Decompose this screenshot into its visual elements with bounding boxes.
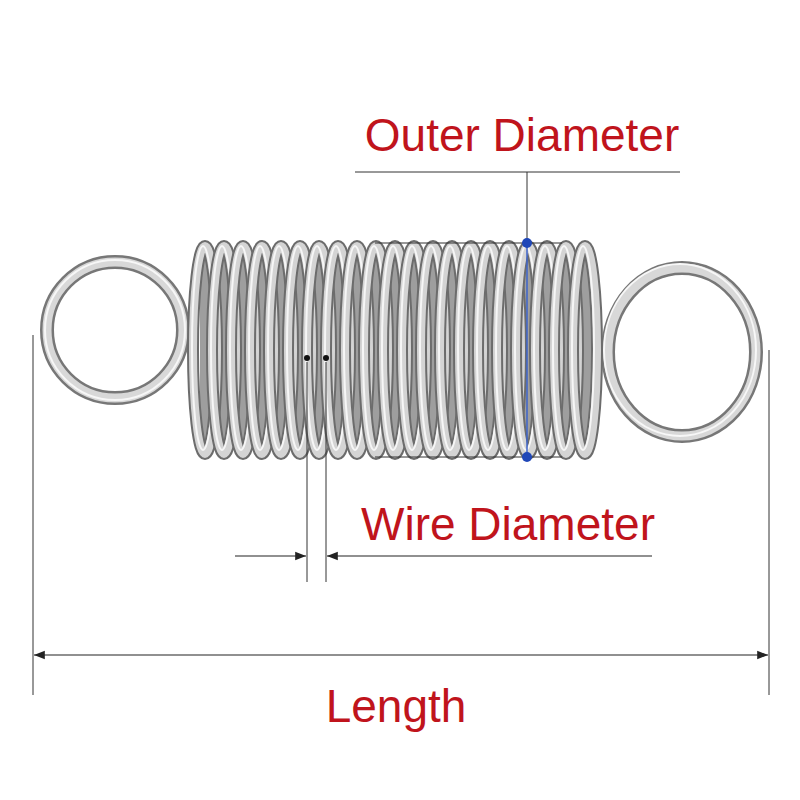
dimension-dot	[522, 452, 532, 462]
leader-line	[527, 172, 528, 243]
dimension-arrow	[34, 654, 768, 655]
dimension-arrow	[327, 555, 652, 556]
dimension-label: Wire Diameter	[361, 500, 655, 548]
dimension-dot	[323, 355, 329, 361]
extension-line	[33, 335, 34, 695]
dimension-arrow	[235, 555, 306, 556]
dimension-line	[526, 243, 528, 457]
coil	[572, 246, 597, 454]
outer-diameter-dimension	[355, 172, 680, 462]
extension-line	[326, 362, 327, 582]
dimension-dot	[304, 355, 310, 361]
extension-line	[375, 457, 562, 458]
dimension-dot	[522, 238, 532, 248]
left-hook-ring	[45, 260, 185, 400]
extension-line	[375, 243, 562, 244]
length-dimension	[33, 335, 769, 695]
dimension-label: Outer Diameter	[365, 111, 679, 159]
spring-coils	[192, 246, 597, 454]
extension-line	[769, 350, 770, 695]
dimension-label: Length	[326, 682, 467, 730]
extension-line	[307, 362, 308, 582]
right-hook-ring	[604, 264, 756, 436]
leader-line	[355, 172, 680, 173]
